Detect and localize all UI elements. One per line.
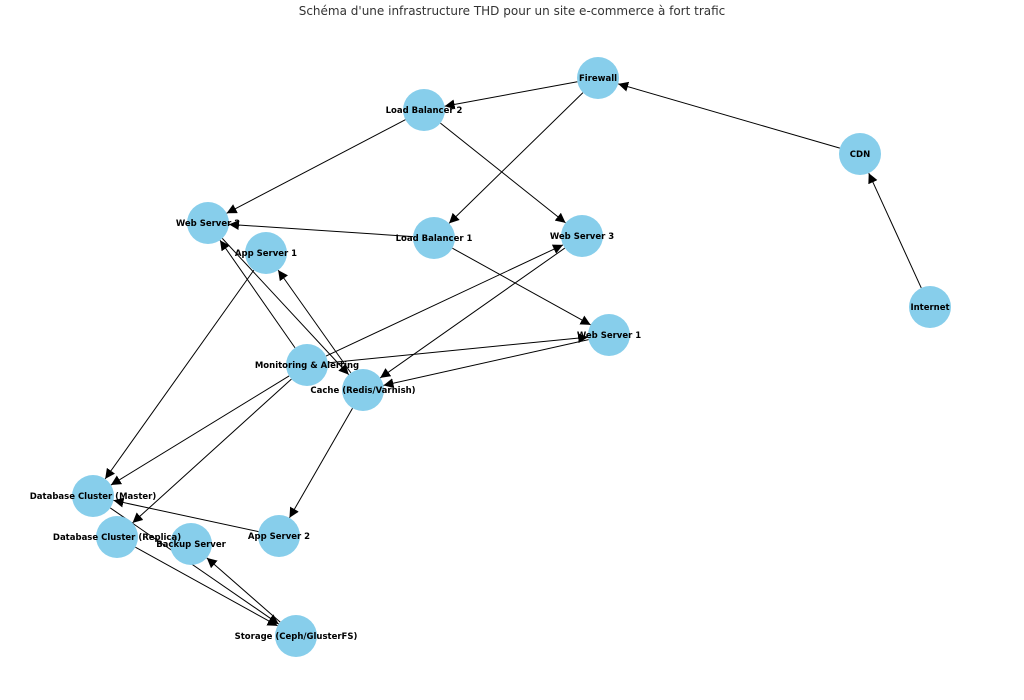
edge-mon-to-ws1	[327, 333, 589, 364]
edge-ws1-to-cache	[383, 339, 589, 389]
node-app2	[258, 515, 300, 557]
edge-ws3-to-cache	[379, 247, 566, 379]
diagram-title: Schéma d'une infrastructure THD pour un …	[298, 4, 726, 18]
edge-dbr-to-storage	[135, 546, 278, 627]
edge-dbm-to-storage	[110, 507, 279, 625]
node-circle	[286, 344, 328, 386]
edge-internet-to-cdn	[868, 172, 922, 289]
node-circle	[413, 217, 455, 259]
node-label-cdn: CDN	[850, 150, 870, 160]
node-label-storage: Storage (Ceph/GlusterFS)	[235, 632, 358, 642]
node-lb2	[403, 89, 445, 131]
edge-app1-to-dbm	[104, 269, 255, 480]
node-circle	[170, 523, 212, 565]
edge-storage-to-backup	[206, 557, 281, 623]
node-label-dbm: Database Cluster (Master)	[30, 492, 157, 502]
node-ws3	[561, 215, 603, 257]
node-lb1	[413, 217, 455, 259]
node-label-backup: Backup Server	[156, 540, 226, 550]
edge-app2-to-dbm	[113, 497, 259, 533]
node-cache	[342, 369, 384, 411]
edge-mon-to-dbr	[132, 378, 292, 524]
node-circle	[96, 516, 138, 558]
node-circle	[187, 202, 229, 244]
node-circle	[561, 215, 603, 257]
edge-mon-to-dbm	[110, 375, 290, 486]
node-label-lb1: Load Balancer 1	[396, 234, 473, 244]
node-circle	[909, 286, 951, 328]
node-label-lb2: Load Balancer 2	[386, 106, 463, 116]
edge-cache-to-app2	[289, 407, 353, 519]
node-ws1	[588, 314, 630, 356]
node-circle	[275, 615, 317, 657]
node-label-internet: Internet	[910, 303, 949, 313]
node-dbm	[72, 475, 114, 517]
node-storage	[275, 615, 317, 657]
edge-cdn-to-firewall	[618, 81, 840, 149]
edge-lb2-to-ws2	[226, 119, 406, 214]
node-backup	[170, 523, 212, 565]
edge-mon-to-ws2	[219, 239, 296, 349]
node-label-ws2: Web Server 2	[176, 219, 240, 229]
node-label-dbr: Database Cluster (Replica)	[53, 533, 181, 543]
edge-lb2-to-ws3	[440, 122, 566, 224]
node-circle	[342, 369, 384, 411]
node-internet	[909, 286, 951, 328]
node-circle	[839, 133, 881, 175]
node-label-ws3: Web Server 3	[550, 232, 614, 242]
node-circle	[72, 475, 114, 517]
node-cdn	[839, 133, 881, 175]
node-ws2	[187, 202, 229, 244]
node-circle	[258, 515, 300, 557]
node-dbr	[96, 516, 138, 558]
node-label-mon: Monitoring & Alerting	[255, 361, 359, 371]
node-firewall	[577, 57, 619, 99]
node-label-app2: App Server 2	[248, 532, 310, 542]
node-label-cache: Cache (Redis/Varnish)	[310, 386, 415, 396]
edges-layer	[104, 81, 922, 627]
edge-ws2-to-cache	[221, 238, 350, 375]
edge-mon-to-ws3	[325, 244, 564, 357]
node-circle	[245, 232, 287, 274]
node-label-firewall: Firewall	[579, 74, 617, 84]
node-circle	[588, 314, 630, 356]
edge-lb1-to-ws1	[452, 247, 591, 326]
node-label-ws1: Web Server 1	[577, 331, 641, 341]
node-app1	[245, 232, 287, 274]
edge-cache-to-app1	[277, 269, 352, 374]
node-circle	[403, 89, 445, 131]
edge-firewall-to-lb2	[444, 81, 578, 110]
node-circle	[577, 57, 619, 99]
node-label-app1: App Server 1	[235, 249, 297, 259]
node-mon	[286, 344, 328, 386]
edge-lb1-to-ws2	[228, 220, 414, 238]
edge-firewall-to-lb1	[448, 92, 584, 224]
